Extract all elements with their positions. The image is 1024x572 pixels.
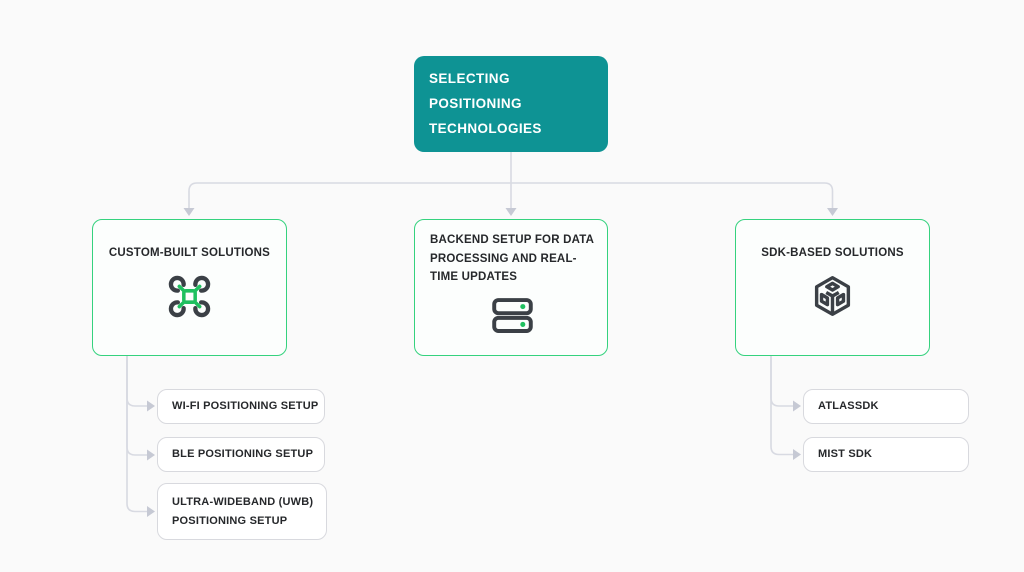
leaf-label: MIST SDK bbox=[818, 448, 873, 460]
branch-title: SDK-BASED SOLUTIONS bbox=[761, 247, 904, 259]
leaf-label: WI-FI POSITIONING SETUP bbox=[172, 400, 319, 412]
leaf-label: ULTRA-WIDEBAND (UWB) POSITIONING SETUP bbox=[172, 495, 314, 527]
node-wifi-positioning-setup[interactable]: WI-FI POSITIONING SETUP bbox=[157, 389, 325, 424]
leaf-label: ATLASSDK bbox=[818, 400, 879, 412]
node-uwb-positioning-setup[interactable]: ULTRA-WIDEBAND (UWB) POSITIONING SETUP bbox=[157, 483, 327, 540]
node-sdk-based-solutions[interactable]: SDK-BASED SOLUTIONS bbox=[735, 219, 930, 356]
node-backend-setup[interactable]: BACKEND SETUP FOR DATA PROCESSING AND RE… bbox=[414, 219, 608, 356]
branch-title: BACKEND SETUP FOR DATA PROCESSING AND RE… bbox=[430, 234, 594, 283]
leaf-label: BLE POSITIONING SETUP bbox=[172, 448, 314, 460]
node-mist-sdk[interactable]: MIST SDK bbox=[803, 437, 969, 472]
branch-title: CUSTOM-BUILT SOLUTIONS bbox=[108, 247, 271, 259]
node-selecting-positioning-technologies[interactable]: SELECTING POSITIONING TECHNOLOGIES bbox=[414, 56, 608, 152]
node-atlassdk[interactable]: ATLASSDK bbox=[803, 389, 969, 424]
drone-icon bbox=[166, 273, 213, 325]
node-custom-built-solutions[interactable]: CUSTOM-BUILT SOLUTIONS bbox=[92, 219, 287, 356]
server-icon bbox=[430, 293, 594, 338]
root-node-label: SELECTING POSITIONING TECHNOLOGIES bbox=[429, 71, 542, 136]
node-ble-positioning-setup[interactable]: BLE POSITIONING SETUP bbox=[157, 437, 325, 472]
cube-icon bbox=[809, 273, 856, 325]
